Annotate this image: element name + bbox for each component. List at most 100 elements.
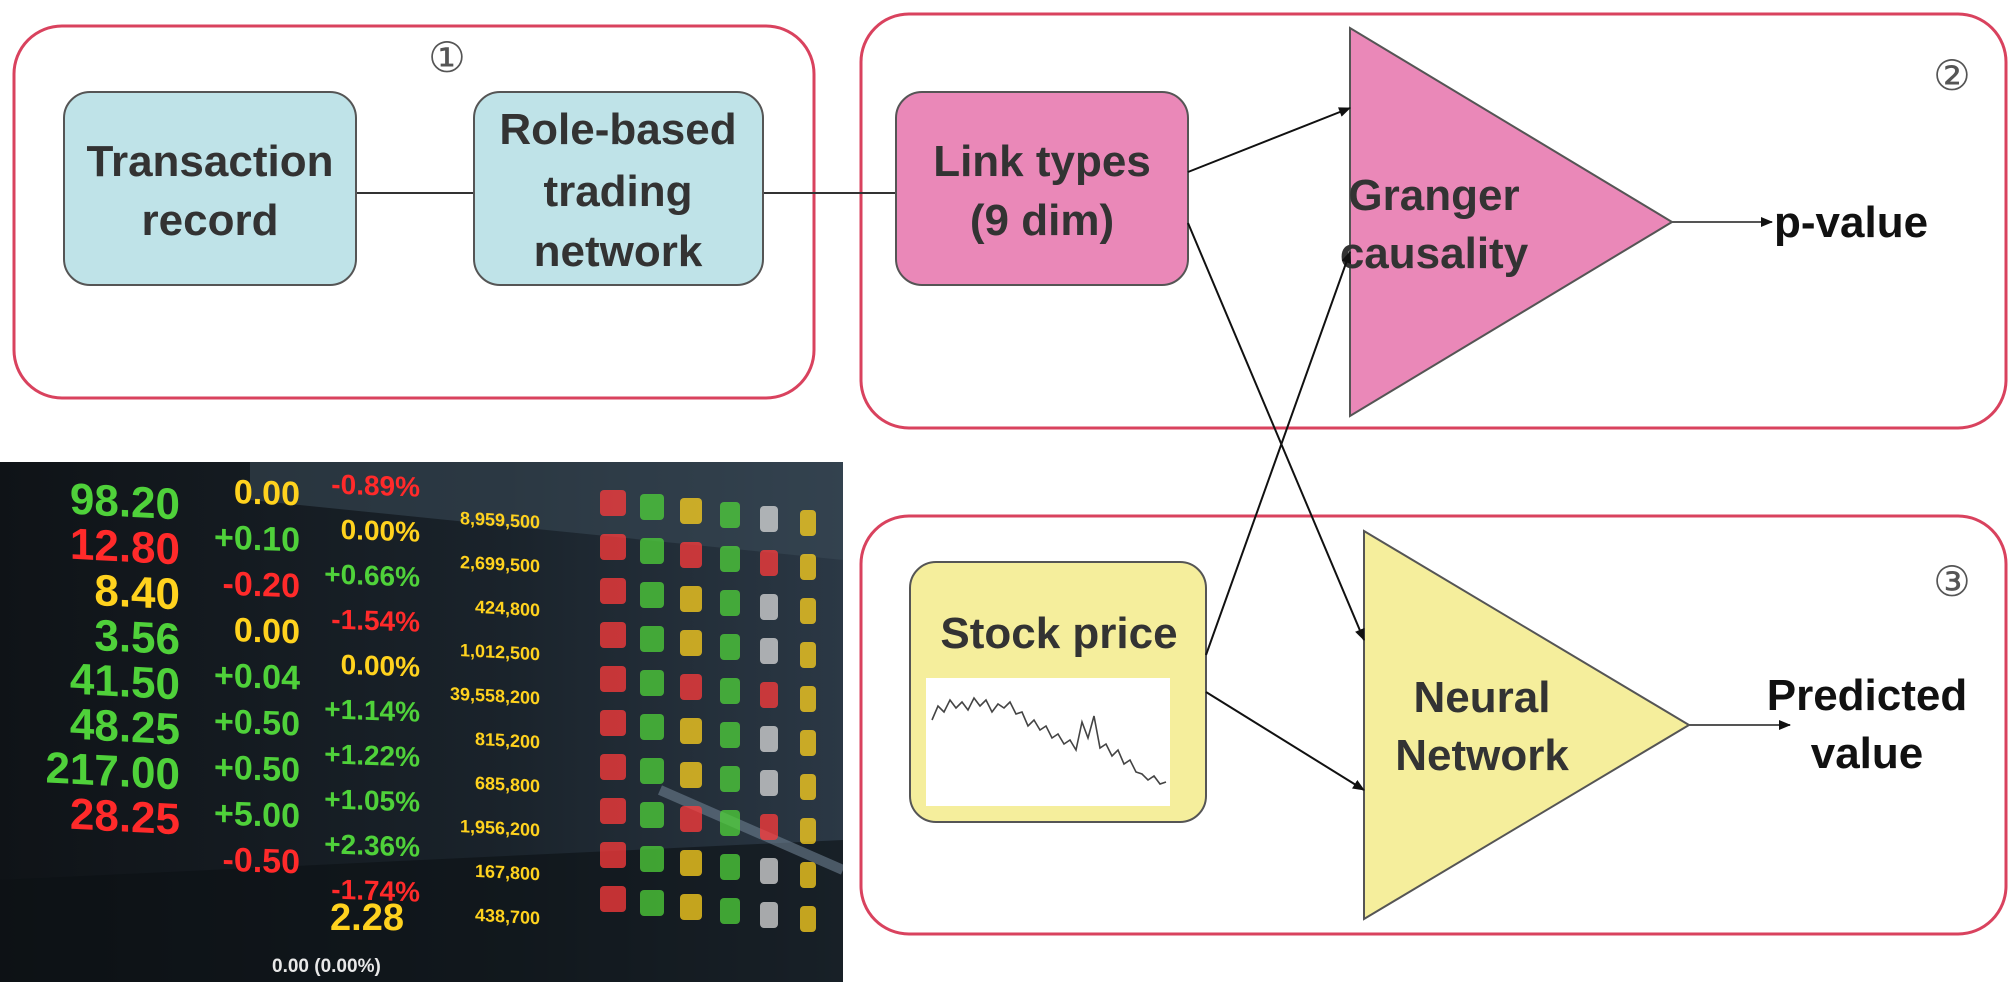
link-types-line-1: Link types bbox=[933, 137, 1151, 186]
stock-board-blur-cell bbox=[640, 538, 664, 564]
arrow-stock-to-neural bbox=[1205, 691, 1365, 791]
link-types-box bbox=[895, 91, 1189, 286]
stock-board-column-volume: 8,959,5002,699,500424,8001,012,50039,558… bbox=[450, 508, 540, 928]
stock-board-blur-cell bbox=[680, 718, 702, 744]
stock-board-blur-cell bbox=[680, 762, 702, 788]
stock-board-change: 0.00 bbox=[234, 473, 300, 513]
stock-board-price: 217.00 bbox=[45, 743, 180, 799]
stock-board-price: 28.25 bbox=[70, 790, 180, 845]
predicted-value-line-2: value bbox=[1811, 729, 1924, 778]
stock-board-blur-cell bbox=[640, 802, 664, 828]
stock-board-blur-cell bbox=[800, 686, 816, 712]
stock-board-price: 3.56 bbox=[94, 611, 180, 664]
stock-board-blur-cell bbox=[760, 858, 778, 884]
stock-board-percent: +1.05% bbox=[324, 783, 420, 817]
stock-board-volume: 8,959,500 bbox=[460, 508, 540, 532]
stock-board-change: +0.50 bbox=[214, 748, 300, 789]
stock-board-volume: 685,800 bbox=[475, 773, 540, 796]
stock-board-blur-cell bbox=[760, 682, 778, 708]
role-based-network-box bbox=[473, 91, 764, 286]
transaction-record-line-1: Transaction bbox=[87, 137, 334, 186]
stock-board-blur-cell bbox=[800, 862, 816, 888]
stock-board-volume: 424,800 bbox=[475, 597, 540, 620]
stock-board-blur-cell bbox=[680, 586, 702, 612]
panel-1-frame bbox=[12, 24, 816, 400]
stock-price-sparkline bbox=[931, 696, 1167, 785]
role-based-line-3: network bbox=[534, 227, 703, 276]
stock-board-blur-cell bbox=[600, 578, 626, 604]
stock-board-volume: 167,800 bbox=[475, 861, 540, 884]
stock-board-change: +0.10 bbox=[214, 518, 300, 559]
stock-board-blur-cell bbox=[720, 854, 740, 880]
p-value-label: p-value bbox=[1774, 198, 1928, 247]
predicted-value-line-1: Predicted bbox=[1767, 671, 1968, 720]
stock-board-volume: 39,558,200 bbox=[450, 684, 540, 709]
stock-board-percent: +0.66% bbox=[324, 558, 420, 592]
granger-line-1: Granger bbox=[1348, 171, 1519, 220]
stock-board-photo: 98.2012.808.403.5641.5048.25217.0028.25 … bbox=[0, 462, 843, 982]
stock-board-blur-cell bbox=[640, 890, 664, 916]
stock-board-blur-cell bbox=[800, 774, 816, 800]
stock-board-price: 8.40 bbox=[94, 566, 180, 619]
stock-board-blur-cell bbox=[640, 758, 664, 784]
stock-board-blur-cell bbox=[600, 886, 626, 912]
role-based-line-2: trading bbox=[543, 167, 692, 216]
stock-board-blur-cell bbox=[760, 770, 778, 796]
stock-board-blur-cell bbox=[760, 594, 778, 620]
stock-board-blur-cell bbox=[680, 630, 702, 656]
stock-board-blur-cell bbox=[680, 542, 702, 568]
stock-board-bottom-value: 2.28 bbox=[330, 897, 404, 939]
arrow-stock-to-granger bbox=[1205, 251, 1352, 656]
stock-board-blur-cell bbox=[720, 546, 740, 572]
stock-price-label: Stock price bbox=[940, 609, 1177, 658]
stock-board-blur-cell bbox=[640, 494, 664, 520]
stock-board-percent: +1.22% bbox=[324, 738, 420, 772]
stock-board-blur-cell bbox=[800, 510, 816, 536]
stock-board-blur-cell bbox=[760, 902, 778, 928]
stock-board-volume: 815,200 bbox=[475, 729, 540, 752]
stock-board-percent: -0.89% bbox=[331, 469, 420, 503]
stock-board-column-changes: 0.00+0.10-0.200.00+0.04+0.50+0.50+5.00-0… bbox=[214, 473, 300, 881]
panel-3-number: ③ bbox=[1933, 557, 1971, 606]
stock-board-volume: 1,012,500 bbox=[460, 640, 540, 664]
transaction-record-line-2: record bbox=[142, 196, 279, 245]
stock-board-blur-cell bbox=[720, 502, 740, 528]
stock-board-blur-cell bbox=[600, 666, 626, 692]
stock-board-blur-cell bbox=[760, 506, 778, 532]
stock-board-blur-cell bbox=[760, 550, 778, 576]
stock-board-blur-cell bbox=[720, 722, 740, 748]
stock-board-price: 41.50 bbox=[70, 655, 180, 710]
stock-board-blur-cell bbox=[600, 754, 626, 780]
link-types-line-2: (9 dim) bbox=[970, 196, 1114, 245]
stock-board-change: -0.20 bbox=[223, 565, 300, 606]
stock-board-blur-cell bbox=[800, 598, 816, 624]
arrow-linktypes-to-granger bbox=[1187, 107, 1351, 173]
stock-board-blur-cell bbox=[680, 850, 702, 876]
stock-board-bottom-change: 0.00 (0.00%) bbox=[272, 956, 381, 977]
stock-price-chart-area bbox=[926, 678, 1170, 806]
stock-board-blur-cell bbox=[600, 710, 626, 736]
stock-board-percent: +1.14% bbox=[324, 693, 420, 727]
stock-board-blur-cell bbox=[800, 730, 816, 756]
stock-board-blur-cell bbox=[800, 642, 816, 668]
panel-2-frame bbox=[859, 12, 2008, 430]
stock-board-change: -0.50 bbox=[223, 841, 300, 882]
stock-board-blur-cell bbox=[720, 810, 740, 836]
stock-board-price: 98.20 bbox=[70, 475, 180, 530]
stock-board-percent: +2.36% bbox=[324, 828, 420, 862]
stock-board-volume: 1,956,200 bbox=[460, 816, 540, 840]
stock-board-blur-cell bbox=[680, 894, 702, 920]
stock-board-blur-cell bbox=[720, 590, 740, 616]
granger-line-2: causality bbox=[1340, 229, 1529, 278]
stock-board-percent: 0.00% bbox=[341, 514, 420, 548]
stock-board-blur-cell bbox=[760, 814, 778, 840]
stock-board-blur-cell bbox=[680, 498, 702, 524]
neural-network-line-2: Network bbox=[1395, 731, 1569, 780]
stock-board-change: +0.04 bbox=[214, 656, 300, 697]
stock-board-blur-cell bbox=[720, 634, 740, 660]
stock-board-blur-cell bbox=[680, 806, 702, 832]
stock-board-blur-cell bbox=[800, 554, 816, 580]
role-based-line-1: Role-based bbox=[499, 105, 736, 154]
